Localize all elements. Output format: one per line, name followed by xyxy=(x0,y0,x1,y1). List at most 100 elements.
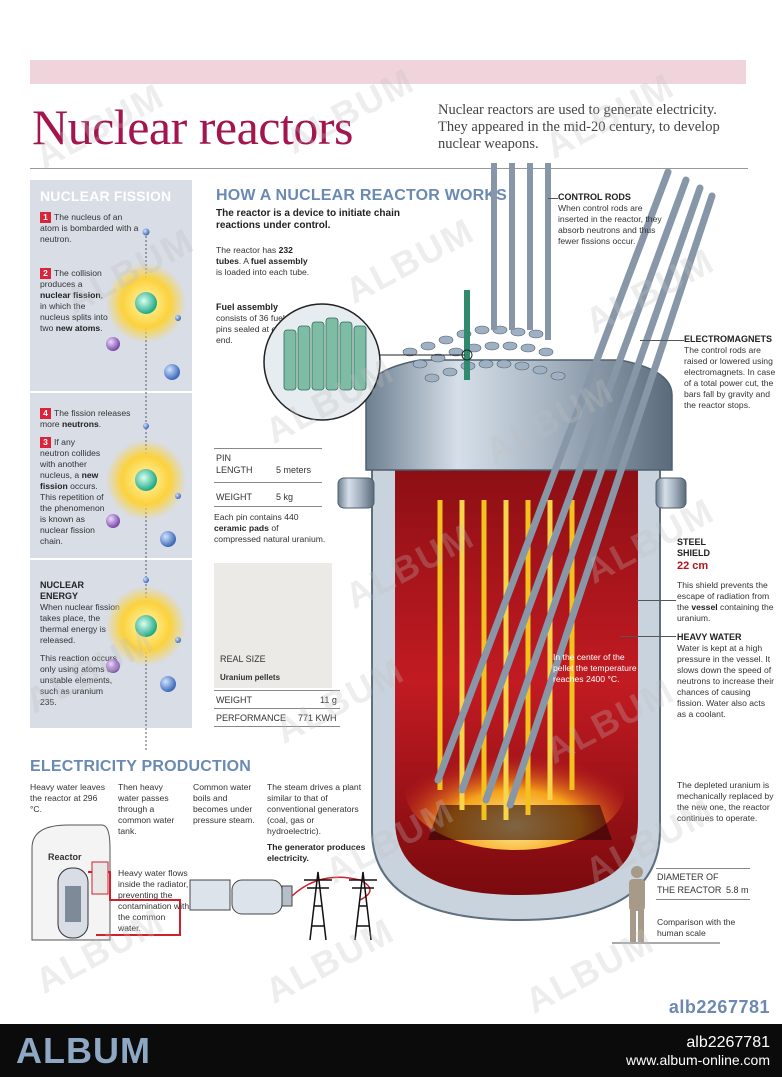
ceramic-pads-text: Each pin contains 440 ceramic pads of co… xyxy=(214,512,326,545)
step-4-text: . xyxy=(98,419,102,429)
pads-text-part: of compressed natural uranium. xyxy=(214,523,326,544)
pylons xyxy=(304,871,377,941)
heavy-water-heading: HEAVY WATER xyxy=(677,632,742,642)
electromagnets-callout: ELECTROMAGNETS The control rods are rais… xyxy=(684,334,780,411)
step-4-text: The fission releases more xyxy=(40,408,131,429)
human-scale-text: Comparison with the human scale xyxy=(657,917,736,938)
nuclear-energy-block: NUCLEAR ENERGY When nuclear fission take… xyxy=(40,580,120,708)
steel-shield-bold: vessel xyxy=(691,602,718,612)
uranium-pellets-photo xyxy=(214,563,332,688)
new-atom xyxy=(164,364,180,380)
step-1-text: The nucleus of an atom is bombarded with… xyxy=(40,212,139,244)
elec-step-2: Then heavy water passes through a common… xyxy=(118,782,175,836)
how-reactor-works-heading: HOW A NUCLEAR REACTOR WORKS xyxy=(216,187,508,204)
pads-bold: ceramic pads xyxy=(214,523,269,533)
step-2-bold: new atoms xyxy=(55,323,101,333)
pellet-center-temp: In the center of the pellet the temperat… xyxy=(553,652,637,684)
nucleus xyxy=(135,615,157,637)
step-number-badge: 1 xyxy=(40,212,51,223)
data-divider xyxy=(214,726,340,727)
steel-shield-heading-1: STEEL xyxy=(677,537,707,547)
neutron xyxy=(142,228,150,236)
length-value: 5 meters xyxy=(276,465,312,475)
tubes-text: The reactor has 232 tubes. A fuel assemb… xyxy=(216,245,316,278)
diameter-label-1: DIAMETER OF xyxy=(657,872,719,882)
uranium-pellets-label: Uranium pellets xyxy=(220,673,281,682)
performance-value: 771 KWH xyxy=(298,713,337,723)
magnifier-target xyxy=(461,349,473,361)
steel-shield-text-part: This shield prevents the escape of radia… xyxy=(677,580,770,612)
neutron xyxy=(143,577,149,583)
new-atom xyxy=(160,531,176,547)
step-3-bold: new fission xyxy=(40,470,99,491)
fuel-rods xyxy=(437,500,575,820)
steel-shield-text-part: containing the uranium. xyxy=(677,602,774,623)
reactor-core-rods xyxy=(65,886,81,922)
data-divider xyxy=(214,506,322,507)
tubes-bold: 232 tubes xyxy=(216,245,293,266)
top-color-band xyxy=(30,60,746,84)
pads-text-part: Each pin contains 440 xyxy=(214,512,299,522)
nucleus xyxy=(135,292,157,314)
neutron xyxy=(175,637,181,643)
page-title: Nuclear reactors xyxy=(32,99,353,155)
album-footer xyxy=(0,1024,782,1077)
tubes-text-part: . A xyxy=(238,256,249,266)
depleted-uranium-text: The depleted uranium is mechanically rep… xyxy=(677,780,774,823)
pellet-weight-value: 11 g xyxy=(320,695,337,705)
elec-step-5: The generator produces electricity. xyxy=(267,842,366,863)
inclined-control-rods xyxy=(434,168,716,809)
reactor-illustration xyxy=(31,163,720,944)
tubes-bold: fuel assembly xyxy=(250,256,308,266)
electromagnets-text: The control rods are raised or lowered u… xyxy=(684,345,776,410)
diameter-label-2: THE REACTOR xyxy=(657,885,722,895)
header-divider xyxy=(30,168,748,169)
fission-panel-divider xyxy=(30,391,192,393)
step-2-text: , in which the nucleus splits into two xyxy=(40,290,108,333)
nucleus xyxy=(135,469,157,491)
step-2-text: The collision produces a xyxy=(40,268,102,289)
control-rods-heading: CONTROL RODS xyxy=(558,192,631,202)
control-rods-text: When control rods are inserted in the re… xyxy=(558,203,662,246)
intro-text: Nuclear reactors are used to generate el… xyxy=(438,102,720,152)
diameter-value: 5.8 m xyxy=(726,885,749,895)
fuel-assembly-desc: consists of 36 fuel pins sealed at each … xyxy=(216,313,291,345)
steel-shield-text: This shield prevents the escape of radia… xyxy=(677,580,775,624)
step-2-text: . xyxy=(100,323,103,333)
callout-pointer xyxy=(640,340,684,341)
step-number-badge: 2 xyxy=(40,268,51,279)
callout-pointer xyxy=(620,636,676,637)
data-divider xyxy=(214,482,322,483)
tubes-text-part: The reactor has xyxy=(216,245,277,255)
control-rods-callout: CONTROL RODS When control rods are inser… xyxy=(558,192,666,247)
elec-step-1: Heavy water leaves the reactor at 296 °C… xyxy=(30,782,105,814)
reactor-vessel xyxy=(263,163,720,944)
length-label: LENGTH xyxy=(216,465,253,475)
nuclear-energy-text-2: This reaction occurs only using atoms of… xyxy=(40,653,117,707)
neutron xyxy=(175,315,181,321)
step-3-text: occurs. xyxy=(70,481,98,491)
nuclear-energy-heading: NUCLEAR ENERGY xyxy=(40,580,84,601)
fission-panel-divider xyxy=(30,558,192,560)
vertical-control-rods xyxy=(491,163,551,340)
step-3-extra: This repetition of the phenomenon is kno… xyxy=(40,492,105,546)
elec-step-6: Heavy water flows inside the radiator, p… xyxy=(118,868,190,933)
heavy-water-text: Water is kept at a high pressure in the … xyxy=(677,643,774,719)
footer-site-link[interactable]: www.album-online.com xyxy=(626,1052,770,1068)
new-atom xyxy=(160,676,176,692)
human-silhouette xyxy=(629,866,645,942)
fuel-assembly-text: Fuel assembly consists of 36 fuel pins s… xyxy=(216,302,294,346)
heavy-water-callout: HEAVY WATER Water is kept at a high pres… xyxy=(677,632,775,720)
new-atom xyxy=(106,514,120,528)
data-divider xyxy=(214,448,322,449)
radiator xyxy=(91,861,109,895)
outlet-pipe xyxy=(655,477,687,509)
pin-label: PIN xyxy=(216,453,232,463)
nuclear-energy-text-1: When nuclear fission takes place, the th… xyxy=(40,602,120,645)
neutron xyxy=(143,423,149,429)
album-logo[interactable]: ALBUM xyxy=(16,1030,151,1071)
data-divider xyxy=(214,708,340,709)
